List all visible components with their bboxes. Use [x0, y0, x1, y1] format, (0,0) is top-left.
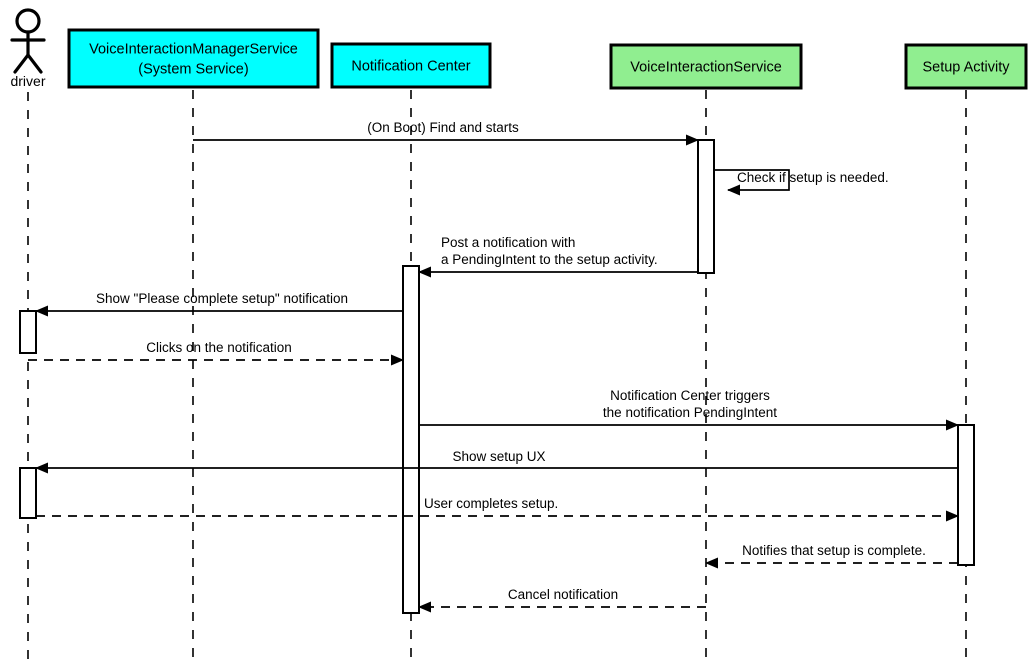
actor-leg-left-icon [13, 53, 30, 74]
message-sublabel-m3: a PendingIntent to the setup activity. [441, 252, 658, 267]
message-m4: Show "Please complete setup" notificatio… [35, 291, 403, 317]
participant-setup_activity[interactable]: Setup Activity [904, 43, 1028, 90]
message-m10: Cancel notification [418, 587, 706, 613]
message-label-m8: User completes setup. [424, 496, 558, 511]
actor-head-icon [15, 8, 41, 34]
actor-driver: driver [10, 8, 46, 89]
participant-label-vims: VoiceInteractionManagerService [89, 41, 298, 57]
participant-notification_center[interactable]: Notification Center [330, 42, 492, 89]
participant-vis[interactable]: VoiceInteractionService [609, 43, 803, 90]
message-m6: Notification Center triggers the notifica… [419, 388, 959, 431]
participant-vims[interactable]: VoiceInteractionManagerService (System Se… [67, 28, 320, 89]
message-label-m3: Post a notification with [441, 235, 575, 250]
message-m9: Notifies that setup is complete. [705, 543, 958, 569]
actor-label-driver: driver [10, 73, 45, 89]
message-m2: Check if setup is needed. [714, 169, 889, 196]
message-label-m1: (On Boot) Find and starts [367, 120, 519, 135]
message-label-m7: Show setup UX [452, 449, 545, 464]
message-label-m9: Notifies that setup is complete. [742, 543, 926, 558]
participant-label-vis: VoiceInteractionService [630, 59, 782, 75]
participant-sublabel-vims: (System Service) [138, 61, 248, 77]
participant-box-setup_activity[interactable] [904, 43, 1028, 90]
message-m3: Post a notification with a PendingIntent … [418, 235, 698, 278]
actor-leg-right-icon [26, 53, 43, 74]
participant-box-notification_center[interactable] [330, 42, 492, 89]
activation-bar-notification_center [402, 265, 420, 614]
message-label-m5: Clicks on the notification [146, 340, 292, 355]
message-m1: (On Boot) Find and starts [193, 120, 699, 146]
message-label-m4: Show "Please complete setup" notificatio… [96, 291, 348, 306]
participant-box-vis[interactable] [609, 43, 803, 90]
participants-group: driver VoiceInteractionManagerService (Sys… [10, 8, 1028, 90]
activation-bar-vis [697, 139, 715, 274]
participant-label-notification_center: Notification Center [351, 58, 470, 74]
participant-label-setup_activity: Setup Activity [922, 59, 1010, 75]
participant-box-vims[interactable] [67, 28, 320, 89]
message-m7: Show setup UX [35, 449, 958, 474]
activation-bar-driver [19, 467, 37, 519]
message-m8: User completes setup. [36, 496, 959, 522]
activations-group [19, 139, 975, 614]
activation-bar-driver [19, 310, 37, 354]
message-label-m6: Notification Center triggers [610, 388, 770, 403]
message-sublabel-m6: the notification PendingIntent [603, 405, 777, 420]
message-line-m2 [714, 169, 790, 196]
message-label-m10: Cancel notification [508, 587, 618, 602]
message-m5: Clicks on the notification [28, 340, 404, 366]
activation-bar-setup_activity [957, 424, 975, 566]
message-label-m2: Check if setup is needed. [737, 170, 889, 185]
